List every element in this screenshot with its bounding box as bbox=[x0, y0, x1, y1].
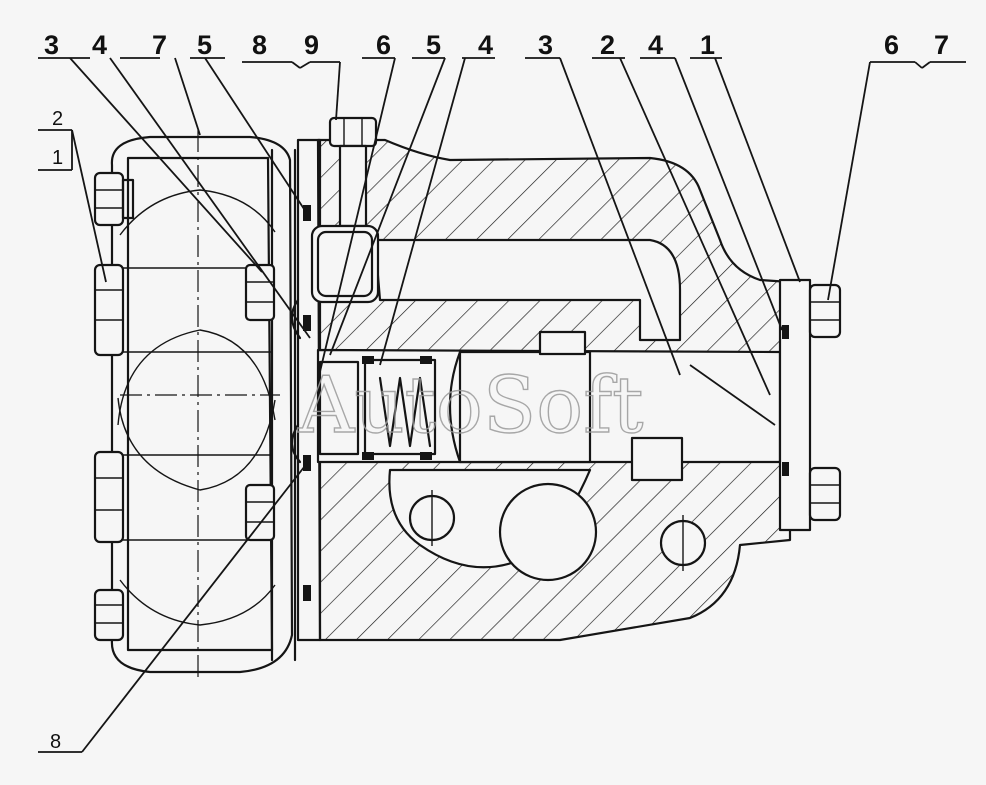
callout-7b: 7 bbox=[934, 30, 949, 60]
bolt-head bbox=[93, 588, 125, 642]
callout-4: 4 bbox=[92, 30, 107, 60]
callout-4b: 4 bbox=[478, 30, 493, 60]
callout-1: 1 bbox=[700, 30, 715, 60]
bolt-head bbox=[93, 171, 135, 227]
callout-9: 9 bbox=[304, 30, 319, 60]
callout-2: 2 bbox=[600, 30, 615, 60]
callout-7: 7 bbox=[152, 30, 167, 60]
end-cover bbox=[110, 135, 297, 674]
callout-4c: 4 bbox=[648, 30, 663, 60]
bolt-head bbox=[93, 450, 272, 544]
callouts-top: 3 4 7 5 8 9 6 5 4 3 2 4 1 6 7 bbox=[44, 30, 949, 60]
watermark: AutoSoft bbox=[297, 361, 643, 451]
callout-left-lower: 1 bbox=[52, 147, 63, 169]
callout-bottom: 8 bbox=[50, 731, 61, 753]
piston-assembly bbox=[318, 330, 776, 482]
leader-lines bbox=[38, 57, 966, 753]
callout-left-upper: 2 bbox=[52, 108, 63, 130]
callout-6b: 6 bbox=[884, 30, 899, 60]
callout-3: 3 bbox=[44, 30, 59, 60]
right-end-cap bbox=[778, 278, 842, 532]
bolt-head bbox=[93, 263, 272, 357]
callout-6: 6 bbox=[376, 30, 391, 60]
callout-8: 8 bbox=[252, 30, 267, 60]
left-bolts bbox=[93, 171, 276, 642]
callout-5: 5 bbox=[197, 30, 212, 60]
callout-5b: 5 bbox=[426, 30, 441, 60]
callout-3b: 3 bbox=[538, 30, 553, 60]
